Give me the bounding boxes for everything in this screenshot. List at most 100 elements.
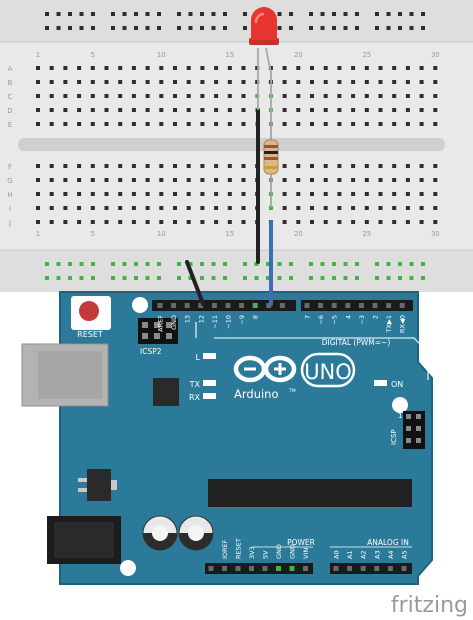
breadboard-hole	[296, 164, 301, 168]
breadboard-hole	[378, 206, 383, 210]
breadboard-hole	[378, 94, 383, 98]
breadboard-hole	[49, 108, 54, 112]
pin-label: A1	[346, 550, 354, 559]
rail-hole	[254, 276, 259, 280]
rail-hole	[177, 12, 181, 16]
rail-hole	[309, 262, 313, 266]
breadboard-hole	[364, 66, 369, 70]
rail-hole	[332, 262, 336, 266]
breadboard-hole	[227, 178, 232, 182]
rail-hole	[79, 262, 84, 266]
breadboard-hole	[200, 66, 205, 70]
breadboard-hole	[364, 220, 369, 224]
rail-hole	[375, 276, 379, 280]
breadboard-hole	[392, 164, 397, 168]
wires	[185, 108, 273, 306]
pin-label: IOREF	[221, 539, 229, 559]
column-number: 20	[294, 230, 303, 238]
column-number: 25	[362, 230, 371, 238]
header-pin	[289, 566, 295, 571]
pin-label: ~10	[225, 315, 233, 329]
breadboard-hole	[241, 122, 246, 126]
header-digital-low	[301, 300, 413, 311]
pin-label: TX▶1	[385, 315, 393, 334]
breadboard-hole	[227, 122, 232, 126]
breadboard-hole	[77, 108, 82, 112]
column-number: 30	[431, 230, 440, 238]
breadboard-hole	[378, 66, 383, 70]
breadboard-hole	[63, 80, 68, 84]
breadboard-hole	[296, 66, 301, 70]
rail-hole	[122, 262, 127, 266]
breadboard-hole	[323, 178, 328, 182]
breadboard-hole	[200, 192, 205, 196]
row-letter: A	[8, 65, 13, 73]
breadboard-hole	[227, 220, 232, 224]
breadboard-hole	[63, 94, 68, 98]
breadboard-hole	[227, 80, 232, 84]
rail-hole	[188, 262, 193, 266]
rail-hole	[289, 262, 293, 266]
uno-badge	[300, 352, 356, 388]
breadboard-hole	[36, 80, 40, 84]
rail-hole	[266, 276, 270, 280]
reset-button-cap[interactable]	[79, 301, 99, 321]
rail-hole	[45, 276, 49, 280]
breadboard-hole	[282, 164, 287, 168]
breadboard-hole	[364, 108, 369, 112]
breadboard-hole	[364, 178, 369, 182]
breadboard-hole	[36, 122, 40, 126]
rail-hole	[398, 26, 402, 30]
pin-label: ~6	[317, 315, 325, 325]
led-tx	[203, 380, 216, 386]
header-pin	[276, 566, 281, 571]
header-pin	[252, 303, 258, 308]
rail-hole	[134, 12, 138, 16]
breadboard-hole	[200, 220, 205, 224]
rail-hole	[111, 262, 115, 266]
column-number: 10	[157, 51, 166, 59]
rail-hole	[211, 12, 216, 16]
breadboard-hole	[159, 192, 164, 196]
header-pin	[372, 303, 378, 308]
breadboard-hole	[405, 220, 410, 224]
breadboard-hole	[337, 178, 342, 182]
breadboard-hole	[77, 164, 82, 168]
breadboard-hole	[282, 108, 287, 112]
breadboard-hole	[77, 206, 82, 210]
rail-hole	[243, 276, 247, 280]
breadboard-hole	[433, 122, 438, 126]
breadboard-hole	[159, 122, 164, 126]
pin-label: A5	[401, 550, 409, 559]
pin-label: 8	[252, 315, 260, 319]
rail-hole	[111, 26, 115, 30]
breadboard-hole	[90, 108, 95, 112]
icsp2-pin	[166, 322, 172, 328]
breadboard-hole	[186, 66, 191, 70]
power-label: POWER	[287, 538, 315, 547]
breadboard-hole	[310, 108, 314, 112]
rail-hole	[243, 262, 247, 266]
breadboard-hole	[282, 220, 287, 224]
header-pin	[211, 303, 217, 308]
pin-label: AREF	[157, 315, 165, 332]
breadboard-hole	[323, 164, 328, 168]
pin-label: 12	[197, 315, 205, 323]
breadboard-hole	[241, 220, 246, 224]
breadboard-hole	[214, 122, 219, 126]
header-pin	[171, 303, 177, 308]
breadboard-hole	[173, 80, 177, 84]
rail-hole	[68, 276, 72, 280]
breadboard-hole	[405, 206, 410, 210]
digital-label: DIGITAL (PWM=~)	[322, 338, 391, 347]
rail-hole	[134, 262, 138, 266]
breadboard-hole	[63, 178, 68, 182]
pin-label: VIN	[302, 548, 310, 559]
breadboard-hole	[173, 192, 177, 196]
column-number: 20	[294, 51, 303, 59]
breadboard-hole	[131, 108, 136, 112]
rail-hole	[421, 26, 425, 30]
analog-label: ANALOG IN	[367, 538, 409, 547]
rail-hole	[386, 262, 391, 266]
